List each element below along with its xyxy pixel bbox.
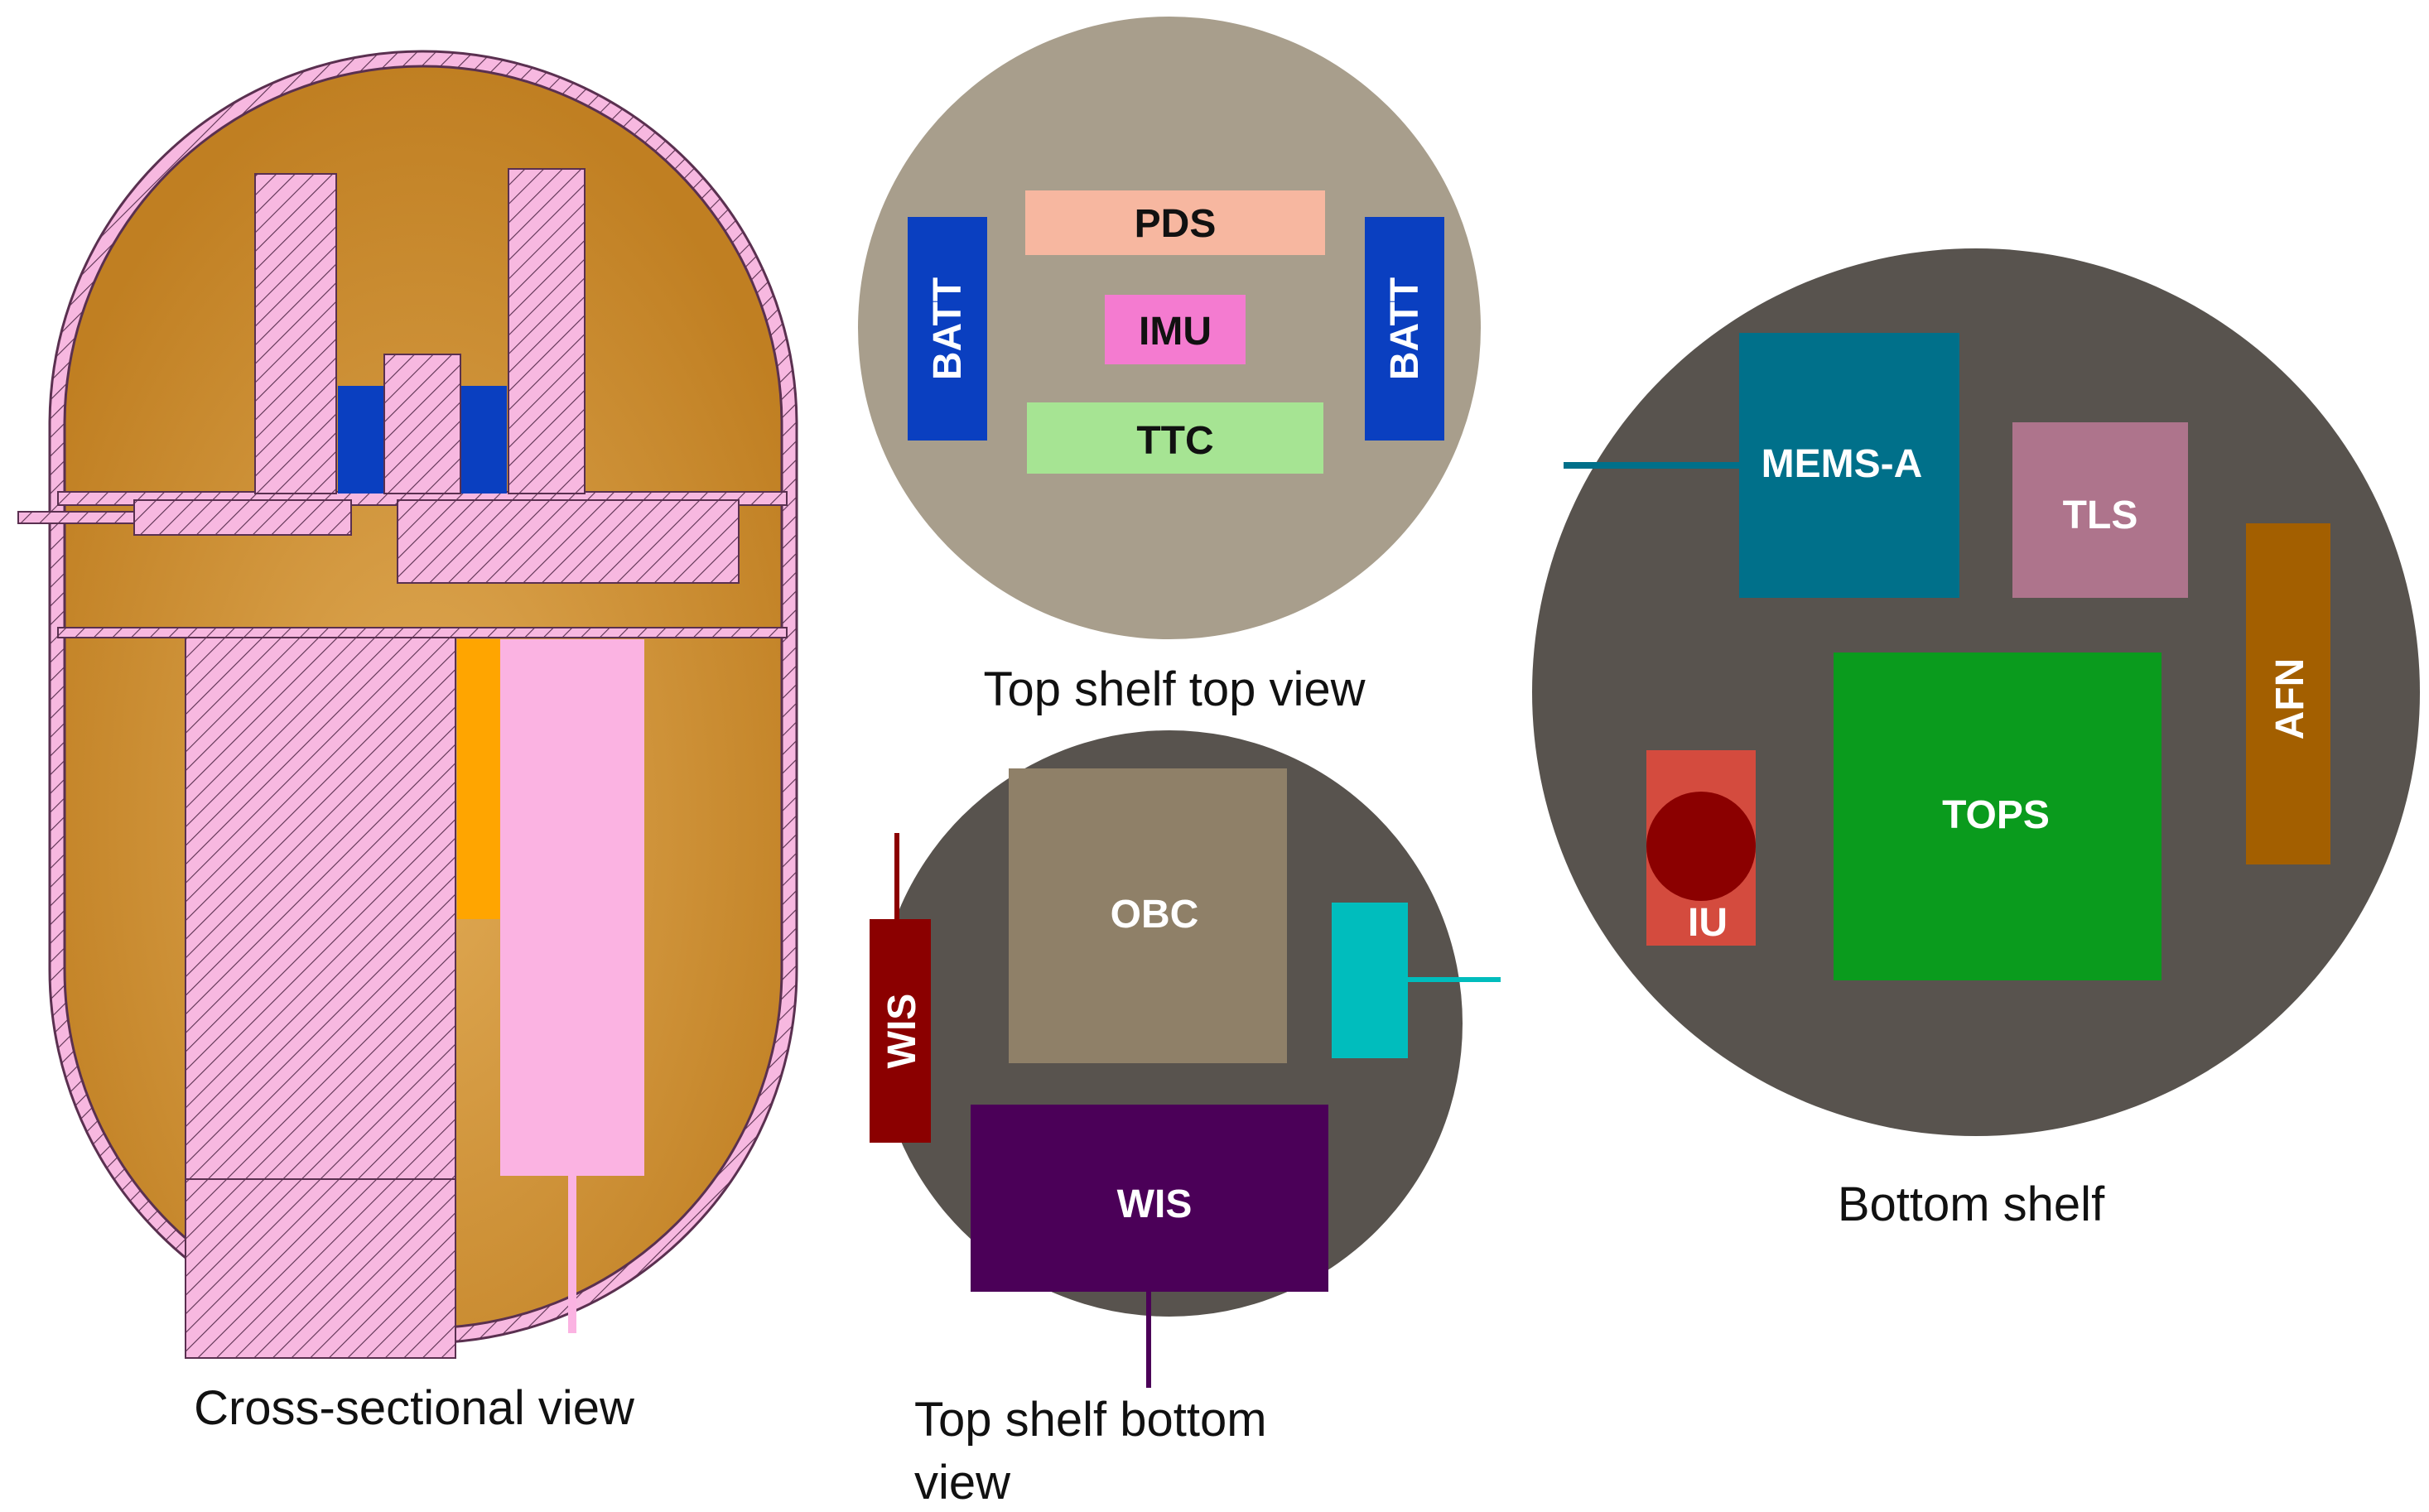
- tls-block: [2012, 422, 2188, 598]
- mems-antenna: [1564, 462, 1739, 469]
- orange-bar: [457, 639, 500, 919]
- wis-small-block: [870, 919, 931, 1143]
- bottom-shelf-plate: [57, 627, 788, 638]
- pink-probe: [568, 1176, 576, 1333]
- obc-label: OBC: [1111, 893, 1199, 937]
- batt-right-label: BATT: [1383, 277, 1427, 380]
- tops-block: [1834, 652, 2162, 980]
- caption-top-bottom-line1: Top shelf bottom: [914, 1393, 1267, 1447]
- batt-right-block: [1365, 217, 1444, 441]
- shelf-left-block: [133, 499, 352, 536]
- ttc-label: TTC: [1136, 419, 1213, 463]
- blue-battery-right: [460, 386, 507, 494]
- center-small-component: [383, 354, 461, 494]
- tls-label: TLS: [2063, 494, 2138, 537]
- obc-block: [1009, 768, 1287, 1063]
- wis-big-block: [971, 1105, 1328, 1292]
- mems-block: [1739, 333, 1959, 598]
- ttc-block: [1027, 402, 1323, 474]
- cyan-block: [1332, 903, 1408, 1058]
- afn-label: AFN: [2268, 658, 2312, 740]
- wis-small-label: WIS: [880, 994, 924, 1069]
- caption-top-bottom-line2: view: [914, 1456, 1011, 1510]
- caption-top-top: Top shelf top view: [983, 662, 1366, 716]
- imu-label: IMU: [1139, 310, 1212, 354]
- bottom-shelf-view: MEMS-A TLS AFN TOPS IU Bottom shelf: [1532, 248, 2420, 1231]
- pds-block: [1025, 190, 1325, 255]
- batt-left-block: [908, 217, 987, 441]
- top-shelf-top-view: BATT BATT PDS IMU TTC Top shelf top view: [858, 17, 1481, 716]
- pds-label: PDS: [1135, 202, 1217, 246]
- lower-main-component: [185, 637, 456, 1180]
- tops-label: TOPS: [1942, 793, 2050, 837]
- caption-bottom-shelf: Bottom shelf: [1838, 1177, 2105, 1231]
- wis-big-label: WIS: [1117, 1182, 1193, 1226]
- shelf-extension-rod: [17, 511, 135, 524]
- afn-block: [2246, 523, 2330, 864]
- cross-section-view: Cross-sectional view: [17, 50, 798, 1435]
- iu-disc: [1646, 792, 1756, 901]
- batt-left-label: BATT: [926, 277, 970, 380]
- blue-battery-left: [338, 386, 384, 494]
- lower-protruding-component: [185, 1178, 456, 1359]
- imu-block: [1105, 295, 1246, 364]
- left-upright-component: [254, 173, 337, 494]
- cyan-antenna: [1408, 977, 1501, 982]
- caption-cross-section: Cross-sectional view: [194, 1381, 635, 1435]
- wis-small-antenna: [894, 833, 899, 919]
- pink-bar: [500, 639, 644, 1176]
- shelf-right-block: [397, 499, 740, 584]
- right-upright-component: [508, 168, 586, 494]
- top-shelf-bottom-view: OBC WIS WIS Top shelf bottom view: [870, 730, 1501, 1510]
- mems-label: MEMS-A: [1762, 442, 1923, 486]
- wis-big-antenna: [1146, 1292, 1151, 1388]
- iu-label: IU: [1688, 901, 1728, 945]
